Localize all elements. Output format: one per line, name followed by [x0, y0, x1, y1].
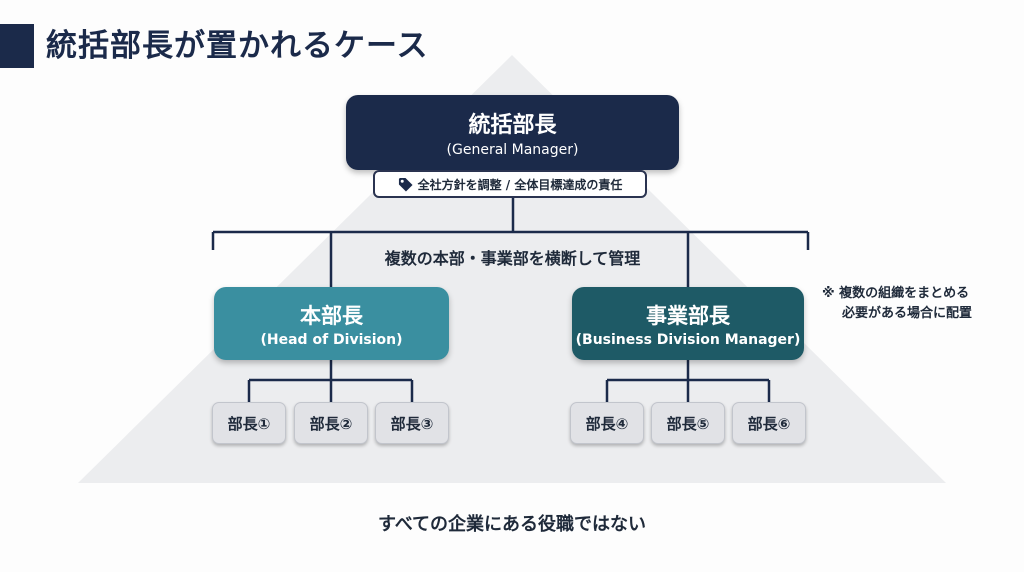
- cross-management-label: 複数の本部・事業部を横断して管理: [384, 249, 641, 268]
- general-manager-note: 全社方針を調整 / 全体目標達成の責任: [373, 170, 647, 198]
- side-note-line-1: ※ 複数の組織をまとめる: [822, 286, 970, 301]
- title-accent-bar: [0, 24, 34, 68]
- business-division-manager-subtitle: (Business Division Manager): [575, 331, 801, 348]
- manager-box-4: 部長④: [570, 402, 644, 444]
- general-manager-title: 統括部長: [468, 113, 557, 138]
- general-manager-note-text: 全社方針を調整 / 全体目標達成の責任: [417, 177, 623, 192]
- business-division-manager-box: 事業部長 (Business Division Manager): [572, 287, 804, 360]
- general-manager-box: 統括部長 (General Manager): [346, 95, 679, 170]
- page-title: 統括部長が置かれるケース: [46, 28, 429, 64]
- side-note: ※ 複数の組織をまとめる 必要がある場合に配置: [822, 284, 972, 324]
- tag-icon: [398, 177, 413, 192]
- manager-box-6: 部長⑥: [732, 402, 806, 444]
- head-of-division-box: 本部長 (Head of Division): [214, 287, 449, 360]
- side-note-line-2: 必要がある場合に配置: [842, 306, 973, 321]
- manager-box-5: 部長⑤: [651, 402, 725, 444]
- general-manager-subtitle: (General Manager): [446, 142, 579, 158]
- bottom-caption: すべての企業にある役職ではない: [377, 514, 647, 535]
- manager-box-3: 部長③: [375, 402, 449, 444]
- head-of-division-title: 本部長: [300, 303, 363, 328]
- head-of-division-subtitle: (Head of Division): [260, 331, 403, 348]
- business-division-manager-title: 事業部長: [646, 303, 730, 328]
- manager-box-1: 部長①: [212, 402, 286, 444]
- manager-box-2: 部長②: [294, 402, 368, 444]
